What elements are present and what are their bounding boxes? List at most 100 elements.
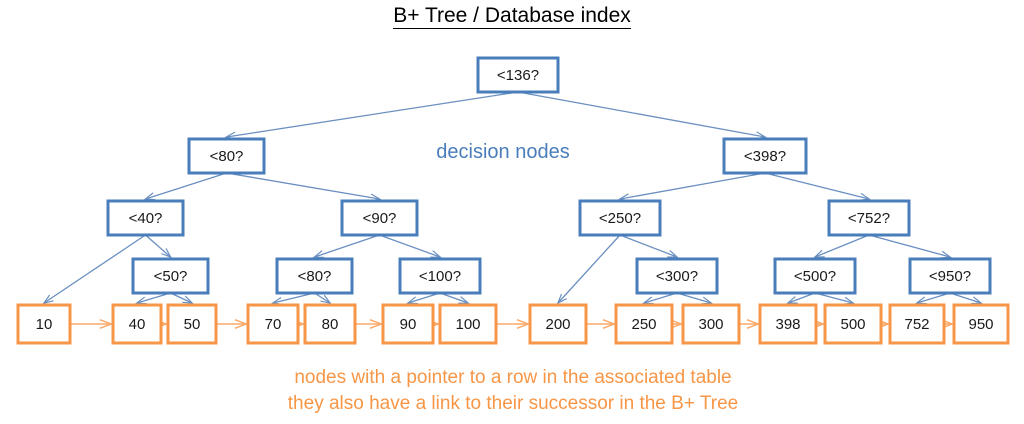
decision-node[interactable]: <136? — [476, 56, 560, 94]
decision-node[interactable]: <950? — [908, 257, 992, 295]
leaf-node[interactable]: 300 — [681, 303, 741, 345]
leaf-node-label: 300 — [698, 316, 723, 333]
tree-edge — [315, 234, 380, 257]
decision-node[interactable]: <40? — [106, 199, 185, 237]
tree-edge — [314, 292, 331, 303]
decision-node-box — [106, 199, 185, 237]
leaf-node-label: 40 — [129, 316, 146, 333]
decision-node-box — [827, 199, 911, 237]
decision-node-box — [908, 257, 992, 295]
decision-node-box — [722, 137, 808, 175]
tree-edge — [137, 292, 171, 303]
tree-edge — [44, 234, 146, 303]
decision-node-box — [635, 257, 719, 295]
decision-node[interactable]: <100? — [398, 257, 482, 295]
leaf-node[interactable]: 100 — [438, 303, 498, 345]
decision-node-box — [275, 257, 354, 295]
decision-node[interactable]: <250? — [578, 199, 662, 237]
tree-edge — [764, 172, 869, 199]
decision-node-label: <90? — [363, 210, 397, 227]
tree-edge — [146, 172, 227, 199]
leaf-node-label: 80 — [322, 316, 339, 333]
tree-edge — [868, 234, 950, 257]
tree-edge — [145, 234, 171, 257]
tree-edge — [558, 234, 621, 303]
leaf-node-box — [303, 303, 357, 345]
leaf-node[interactable]: 500 — [823, 303, 883, 345]
decision-node-label: <100? — [419, 268, 461, 285]
leaf-node-label: 100 — [455, 316, 480, 333]
decision-node-label: <950? — [929, 268, 971, 285]
decision-node-label: <500? — [794, 268, 836, 285]
leaf-node-label: 752 — [904, 316, 929, 333]
decision-node-label: <80? — [298, 268, 332, 285]
tree-edge — [517, 91, 765, 137]
leaf-node-label: 950 — [968, 316, 993, 333]
tree-edges-layer — [44, 91, 981, 303]
leaf-node[interactable]: 90 — [381, 303, 435, 345]
leaf-caption-line-1: nodes with a pointer to a row in the ass… — [294, 367, 731, 388]
decision-node-label: <40? — [129, 210, 163, 227]
decision-node[interactable]: <398? — [722, 137, 808, 175]
decision-node[interactable]: <500? — [773, 257, 857, 295]
leaf-caption-line-2: they also have a link to their successor… — [288, 393, 738, 414]
decision-node[interactable]: <300? — [635, 257, 719, 295]
tree-edge — [917, 292, 951, 303]
leaf-node-box — [758, 303, 818, 345]
leaf-node-box — [438, 303, 498, 345]
leaf-node-box — [888, 303, 946, 345]
leaf-node-box — [614, 303, 674, 345]
decision-nodes-annotation: decision nodes — [436, 141, 569, 163]
leaf-node-label: 70 — [265, 316, 282, 333]
leaf-node-box — [823, 303, 883, 345]
leaf-node[interactable]: 10 — [16, 303, 72, 345]
tree-edge — [620, 172, 766, 199]
tree-edge — [788, 292, 816, 303]
leaf-node-box — [246, 303, 300, 345]
tree-edge — [170, 292, 193, 303]
decision-node-label: <50? — [154, 268, 188, 285]
leaf-node[interactable]: 40 — [111, 303, 163, 345]
leaf-node[interactable]: 250 — [614, 303, 674, 345]
tree-edge — [949, 292, 981, 303]
decision-node[interactable]: <50? — [131, 257, 210, 295]
leaf-node[interactable]: 752 — [888, 303, 946, 345]
tree-edge — [619, 234, 677, 257]
leaf-node[interactable]: 200 — [528, 303, 588, 345]
leaf-node-box — [16, 303, 72, 345]
leaf-node[interactable]: 950 — [952, 303, 1010, 345]
tree-edge — [408, 292, 441, 303]
leaf-node[interactable]: 50 — [166, 303, 218, 345]
decision-node[interactable]: <752? — [827, 199, 911, 237]
leaf-nodes-layer: 10 40 50 70 80 90 100 200 250 300 398 500 752 950 — [16, 303, 1010, 345]
leaf-node[interactable]: 398 — [758, 303, 818, 345]
decision-node-label: <398? — [744, 148, 786, 165]
decision-node-box — [398, 257, 482, 295]
leaf-node-box — [166, 303, 218, 345]
tree-edge — [676, 292, 711, 303]
decision-node-box — [131, 257, 210, 295]
tree-edge — [273, 292, 315, 303]
leaf-node-box — [952, 303, 1010, 345]
leaf-node[interactable]: 80 — [303, 303, 357, 345]
leaf-node-box — [681, 303, 741, 345]
tree-edge — [439, 292, 468, 303]
leaf-node-box — [111, 303, 163, 345]
decision-node[interactable]: <80? — [187, 137, 266, 175]
leaf-node-label: 250 — [631, 316, 656, 333]
decision-node[interactable]: <80? — [275, 257, 354, 295]
decision-node[interactable]: <90? — [340, 199, 419, 237]
decision-node-label: <300? — [656, 268, 698, 285]
leaf-node-box — [381, 303, 435, 345]
tree-edge — [814, 292, 853, 303]
decision-node-box — [340, 199, 419, 237]
page-title-text: B+ Tree / Database index — [393, 4, 631, 29]
leaf-node[interactable]: 70 — [246, 303, 300, 345]
tree-edge — [815, 234, 870, 257]
decision-nodes-layer: <136? <80? <398? <40? <90? <250? <752? <50? <80?… — [106, 56, 992, 295]
leaf-node-label: 50 — [184, 316, 201, 333]
tree-edge — [644, 292, 678, 303]
decision-node-box — [773, 257, 857, 295]
leaf-node-label: 500 — [840, 316, 865, 333]
